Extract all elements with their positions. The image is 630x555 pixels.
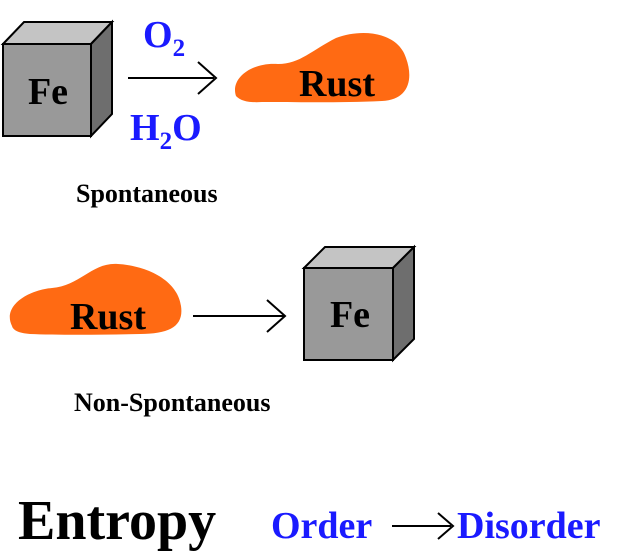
order-label: Order (271, 505, 373, 547)
rust-blob-icon (235, 32, 410, 103)
product-label-fe: Fe (330, 294, 370, 336)
iron-cube-icon (301, 244, 417, 363)
reactant-label-rust: Rust (70, 296, 146, 338)
non-spontaneous-caption: Non-Spontaneous (74, 388, 271, 417)
water-label: H2O (130, 107, 202, 155)
disorder-label: Disorder (457, 505, 601, 547)
reactant-label-fe: Fe (28, 71, 68, 113)
iron-cube-icon (0, 19, 115, 139)
rust-blob-icon (9, 263, 182, 335)
entropy-title: Entropy (18, 490, 217, 552)
product-label-rust: Rust (299, 63, 375, 105)
right-arrow-icon (128, 61, 218, 95)
right-arrow-icon (392, 512, 455, 540)
spontaneous-caption: Spontaneous (76, 179, 218, 208)
right-arrow-icon (193, 299, 287, 333)
oxygen-label: O2 (143, 14, 185, 62)
